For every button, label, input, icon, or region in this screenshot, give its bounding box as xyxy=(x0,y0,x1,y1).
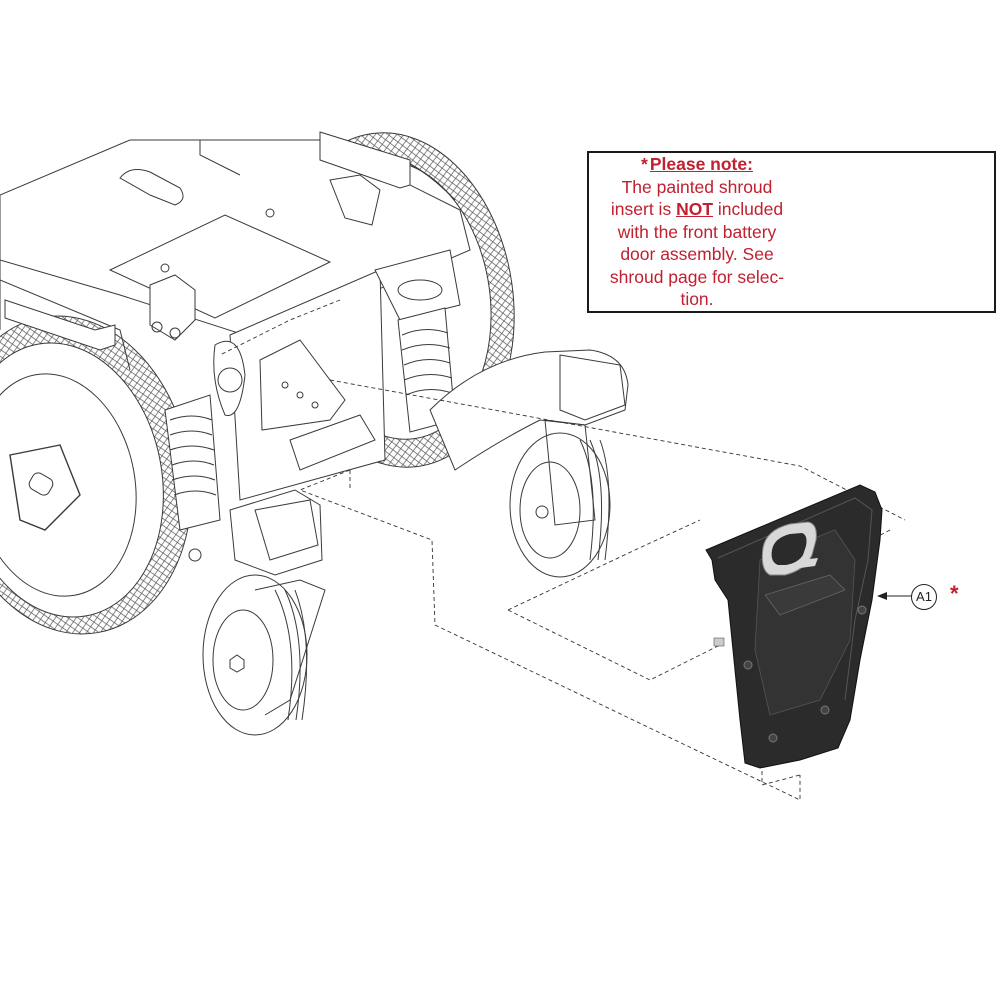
callout-leader xyxy=(877,592,911,600)
note-title: *Please note: xyxy=(641,154,753,174)
right-caster xyxy=(429,349,629,578)
note-line-3: with the front battery xyxy=(617,221,777,242)
wheelchair-base xyxy=(0,131,629,736)
please-note-box: *Please note: The painted shroud insert … xyxy=(587,151,996,313)
front-left-wheel-icon xyxy=(0,279,192,635)
left-caster xyxy=(202,489,326,736)
note-line-2: insert is NOT included xyxy=(610,199,784,219)
q-logo-icon xyxy=(761,521,818,576)
note-line-6: tion. xyxy=(680,289,714,309)
callout-asterisk: * xyxy=(950,581,959,606)
front-frame xyxy=(213,269,386,501)
left-shock-icon xyxy=(164,394,221,562)
note-line-5: shroud page for selec- xyxy=(609,266,785,287)
callout-a1[interactable]: A1 xyxy=(911,584,937,610)
not-emphasis: NOT xyxy=(676,199,714,219)
note-text: *Please note: The painted shroud insert … xyxy=(597,153,797,311)
front-battery-door xyxy=(705,484,883,769)
note-line-1: The painted shroud xyxy=(621,176,773,197)
note-line-4: door assembly. See xyxy=(620,244,774,264)
